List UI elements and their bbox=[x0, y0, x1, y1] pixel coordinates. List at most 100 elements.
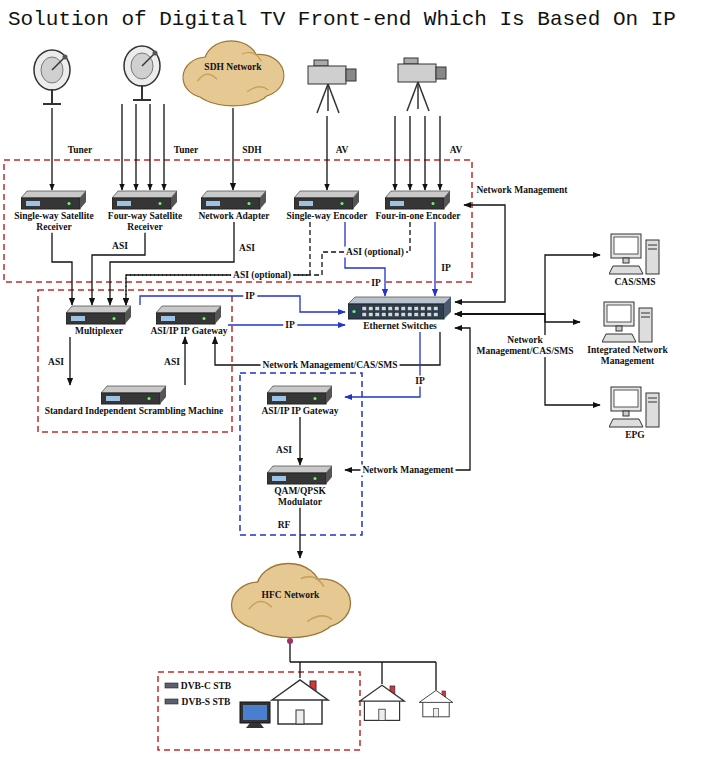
connector bbox=[299, 417, 300, 465]
monitor-screen bbox=[607, 305, 631, 322]
switch-port bbox=[369, 307, 374, 311]
switch-port bbox=[369, 313, 374, 317]
device-top bbox=[156, 306, 221, 313]
device-icon bbox=[385, 190, 451, 210]
device-led bbox=[314, 397, 317, 400]
device-icon bbox=[101, 385, 167, 405]
device-top bbox=[201, 191, 266, 198]
monitor bbox=[611, 234, 641, 258]
device-side bbox=[260, 191, 266, 209]
av-line bbox=[409, 116, 410, 190]
edge-label: Network Management/CAS/SMS bbox=[261, 360, 400, 371]
switch-port bbox=[395, 313, 400, 317]
group-outline bbox=[240, 373, 362, 535]
computer-icon bbox=[609, 232, 661, 276]
edge-label: Network Management/CAS/SMS bbox=[473, 335, 577, 357]
drive-slot bbox=[648, 245, 657, 246]
cloud-fill bbox=[247, 598, 335, 637]
edge-label: Network Management bbox=[360, 465, 455, 476]
edge-label: RF bbox=[276, 520, 293, 531]
device-label: EPG bbox=[600, 429, 670, 441]
tv-screen bbox=[243, 705, 267, 720]
device-label: Network Adapter bbox=[190, 210, 278, 222]
connector bbox=[69, 337, 70, 385]
device-side bbox=[444, 191, 450, 209]
switch-port bbox=[414, 307, 419, 311]
tuner-line bbox=[121, 104, 122, 190]
monitor-screen bbox=[614, 390, 638, 407]
switch-port bbox=[401, 307, 406, 311]
device-label: Single-way Satellite Receiver bbox=[8, 210, 100, 233]
distribution-line bbox=[381, 662, 382, 684]
switch-port bbox=[382, 313, 387, 317]
drive-slot bbox=[648, 249, 657, 250]
device-side bbox=[171, 191, 177, 209]
monitor-screen bbox=[614, 237, 638, 254]
drive-slot bbox=[648, 398, 657, 399]
encoder: Single-way Encoder bbox=[282, 190, 372, 222]
connector bbox=[455, 314, 600, 405]
computer-icon bbox=[609, 385, 661, 429]
switch-port bbox=[421, 307, 426, 311]
switch-port bbox=[401, 313, 406, 317]
house bbox=[419, 690, 453, 716]
device-side bbox=[215, 306, 221, 324]
network-cloud: HFC Network bbox=[228, 558, 353, 640]
video-camera bbox=[308, 60, 356, 113]
switch-port bbox=[375, 307, 380, 311]
device-side bbox=[326, 386, 332, 404]
connector bbox=[345, 328, 470, 470]
ip-gateway: ASI/IP IP Gateway bbox=[150, 305, 228, 337]
signal-label: AV bbox=[334, 145, 351, 156]
av-line bbox=[439, 116, 440, 190]
group-outline bbox=[4, 160, 472, 282]
edge-label: IP bbox=[413, 376, 427, 387]
switch-port bbox=[421, 313, 426, 317]
signal-label: DVB-C STB bbox=[179, 681, 233, 692]
connector bbox=[92, 233, 145, 305]
switch-front bbox=[348, 304, 444, 319]
pc-tower bbox=[646, 393, 659, 427]
device-display bbox=[26, 201, 40, 206]
edge-label: IP bbox=[243, 291, 257, 302]
device-front bbox=[267, 393, 326, 404]
device-label: Four-in-one Encoder bbox=[372, 210, 464, 222]
edge-label: SDH bbox=[240, 145, 264, 156]
ip-connector bbox=[345, 222, 385, 296]
edge-label: ASI bbox=[46, 357, 66, 368]
device-icon bbox=[112, 190, 178, 210]
device-side bbox=[326, 466, 332, 484]
device-front bbox=[112, 198, 171, 209]
device-top bbox=[21, 191, 86, 198]
distribution-line bbox=[289, 641, 290, 662]
edge-label: IP bbox=[283, 320, 297, 331]
drive-slot bbox=[641, 317, 650, 318]
connector bbox=[455, 205, 505, 302]
connector bbox=[126, 222, 410, 305]
device-label: Multiplexer bbox=[55, 325, 143, 337]
switch-port bbox=[408, 307, 413, 311]
keyboard bbox=[609, 266, 643, 274]
set-top-box bbox=[165, 699, 178, 704]
device-front bbox=[201, 198, 260, 209]
monitor bbox=[611, 387, 641, 411]
device-front bbox=[294, 198, 353, 209]
device-display bbox=[106, 396, 120, 401]
device-label: Standard Independent Scrambling Machine bbox=[44, 405, 224, 417]
switch-port bbox=[434, 307, 439, 311]
device-front bbox=[156, 313, 215, 324]
device-icon bbox=[156, 305, 222, 325]
device-led bbox=[203, 317, 206, 320]
ethernet-switch: Ethernet Switches bbox=[345, 296, 455, 332]
device-label: HFC Network bbox=[228, 558, 353, 601]
keyboard bbox=[602, 334, 636, 342]
device-side bbox=[160, 386, 166, 404]
switch-port bbox=[414, 313, 419, 317]
drive-slot bbox=[641, 313, 650, 314]
device-led bbox=[432, 202, 435, 205]
av-line bbox=[326, 116, 327, 190]
device-top bbox=[267, 386, 332, 393]
house bbox=[272, 680, 328, 724]
connector bbox=[455, 255, 600, 314]
device-label: CAS/SMS bbox=[600, 276, 670, 288]
